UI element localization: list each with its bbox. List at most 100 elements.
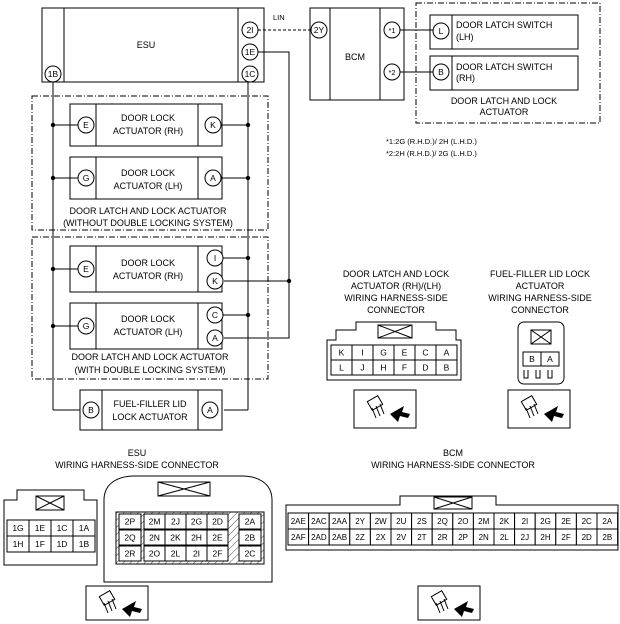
fuel-conn-pin-B: B <box>529 354 535 364</box>
esu-conn-pin-2F: 2F <box>213 549 223 559</box>
esu-conn-pin-2I: 2I <box>193 549 200 559</box>
esu-conn-pin-2D: 2D <box>212 517 223 527</box>
bcm-conn-pin-2N: 2N <box>479 533 489 542</box>
fuel-filler-lid-lock-actuator <box>79 389 223 431</box>
harness-view-icon-fuel <box>507 389 571 429</box>
esu-conn-pin-2H: 2H <box>191 533 202 543</box>
door-lock-actuator-rh-with <box>69 245 223 293</box>
conn-door-title-4: CONNECTOR <box>367 305 425 315</box>
with-label1: DOOR LATCH AND LOCK ACTUATOR <box>71 352 229 362</box>
note-1: *1:2G (R.H.D.)/ 2H (L.H.D.) <box>386 137 477 146</box>
bcm-conn-pin-2L: 2L <box>500 533 509 542</box>
esu-conn-pin-2G: 2G <box>191 517 202 527</box>
without-label1: DOOR LATCH AND LOCK ACTUATOR <box>69 206 227 216</box>
esu-conn-pin-2F-cell <box>206 545 229 562</box>
bcm-conn-pin-2W: 2W <box>375 517 387 526</box>
without-rh-left-pin: E <box>83 120 89 130</box>
esu-conn-pin-2R: 2R <box>125 549 136 559</box>
esu-conn-pin-1G: 1G <box>12 523 23 533</box>
conn-door-title-2: ACTUATOR (RH)/(LH) <box>351 281 441 291</box>
bcm-conn-pin-2AC: 2AC <box>311 517 327 526</box>
esu-conn-pin-2R-cell <box>118 545 142 562</box>
switch-group-label2: ACTUATOR <box>480 107 529 117</box>
esu-conn-pin-2K: 2K <box>170 533 181 543</box>
bcm-title: BCM <box>345 52 365 62</box>
bcm-conn-pin-2Z: 2Z <box>355 533 364 542</box>
door-conn-pin-I: I <box>361 348 363 358</box>
with-label2: (WITH DOUBLE LOCKING SYSTEM) <box>74 365 225 375</box>
bcm-conn-pin-2B-cell <box>596 528 619 546</box>
with-lh-line2: ACTUATOR (LH) <box>114 327 183 337</box>
esu-conn-pin-2P-cell <box>118 513 142 530</box>
without-lh-line1: DOOR LOCK <box>121 168 175 178</box>
esu-conn-pin-2M: 2M <box>149 517 161 527</box>
bcm-conn-pin-2AE: 2AE <box>291 517 306 526</box>
esu-conn-pin-2B-cell <box>238 529 262 546</box>
esu-conn-title-1: ESU <box>128 448 147 458</box>
fuel-right-pin: A <box>207 405 213 415</box>
esu-conn-pin-1A: 1A <box>79 523 90 533</box>
switch-lh-line1: DOOR LATCH SWITCH <box>456 20 552 30</box>
door-lock-actuator-lh-with <box>69 302 223 350</box>
with-rh-right-pin2: K <box>212 276 218 286</box>
esu-pin-2I-label: 2I <box>246 25 253 35</box>
esu-conn-pin-2E: 2E <box>212 533 223 543</box>
bcm-conn-pin-2I: 2I <box>522 517 529 526</box>
esu-pin-1C <box>241 65 259 83</box>
door-conn-pin-D: D <box>422 363 428 373</box>
door-latch-switch-lh <box>429 14 579 50</box>
esu-conn-pin-2A-cell <box>238 513 262 530</box>
door-conn-pin-H: H <box>380 363 386 373</box>
door-latch-switch-rh <box>429 55 579 91</box>
bcm-conn-pin-2AB: 2AB <box>332 533 347 542</box>
door-lock-actuator-rh-without <box>69 103 223 147</box>
esu-conn-pin-2C: 2C <box>245 549 256 559</box>
bcm-conn-pin-2K: 2K <box>499 517 509 526</box>
esu-conn-pin-2P: 2P <box>125 517 136 527</box>
conn-door-title-1: DOOR LATCH AND LOCK <box>343 269 449 279</box>
bcm-conn-pin-2F: 2F <box>561 533 570 542</box>
without-lh-line2: ACTUATOR (LH) <box>114 181 183 191</box>
without-lh-left-pin: G <box>83 173 90 183</box>
bcm-pin-star2-label: *2 <box>388 68 395 77</box>
bcm-conn-pin-2E: 2E <box>561 517 571 526</box>
door-conn-pin-E: E <box>402 348 408 358</box>
esu-conn-pin-2J: 2J <box>171 517 180 527</box>
bcm-pin-2Y <box>310 21 328 39</box>
with-rh-line2: ACTUATOR (RH) <box>113 271 183 281</box>
with-lh-right-pin2: A <box>212 333 218 343</box>
door-conn-pin-J: J <box>360 363 364 373</box>
with-lh-left-pin: G <box>83 321 90 331</box>
without-lh-right-pin: A <box>210 173 216 183</box>
bcm-conn-pin-2AF: 2AF <box>291 533 306 542</box>
door-lock-actuator-lh-without <box>69 156 223 200</box>
bcm-conn-pin-2X: 2X <box>376 533 386 542</box>
lin-label: LIN <box>273 13 285 22</box>
bcm-conn-pin-2P: 2P <box>458 533 468 542</box>
door-conn-pin-K: K <box>339 348 345 358</box>
without-rh-right-pin: K <box>210 120 216 130</box>
bcm-conn-pin-2H: 2H <box>540 533 550 542</box>
bcm-conn-pin-2Q: 2Q <box>437 517 448 526</box>
harness-view-icon-bcm <box>417 585 481 621</box>
switch-rh-line1: DOOR LATCH SWITCH <box>456 62 552 72</box>
bcm-conn-pin-2AA: 2AA <box>332 517 348 526</box>
switch-group-label1: DOOR LATCH AND LOCK <box>451 96 557 106</box>
conn-fuel-title-2: ACTUATOR <box>516 281 565 291</box>
bcm-conn-pin-2S: 2S <box>417 517 427 526</box>
fuel-line2: LOCK ACTUATOR <box>112 412 188 422</box>
esu-conn-title-2: WIRING HARNESS-SIDE CONNECTOR <box>55 460 219 470</box>
with-lh-right-pin1: C <box>212 310 218 320</box>
esu-conn-pin-1F: 1F <box>35 539 45 549</box>
esu-pin-1C-label: 1C <box>245 69 256 79</box>
esu-conn-pin-2Q: 2Q <box>124 533 136 543</box>
esu-conn-pin-1H: 1H <box>13 539 24 549</box>
esu-conn-pin-1B: 1B <box>79 539 90 549</box>
with-rh-right-pin1: I <box>214 253 216 263</box>
with-rh-line1: DOOR LOCK <box>121 258 175 268</box>
switch-rh-line2: (RH) <box>456 73 475 83</box>
door-conn-pin-C: C <box>422 348 428 358</box>
esu-conn-pin-2C-cell <box>238 545 262 562</box>
esu-conn-pin-2B: 2B <box>245 533 256 543</box>
esu-conn-pin-2N: 2N <box>149 533 160 543</box>
